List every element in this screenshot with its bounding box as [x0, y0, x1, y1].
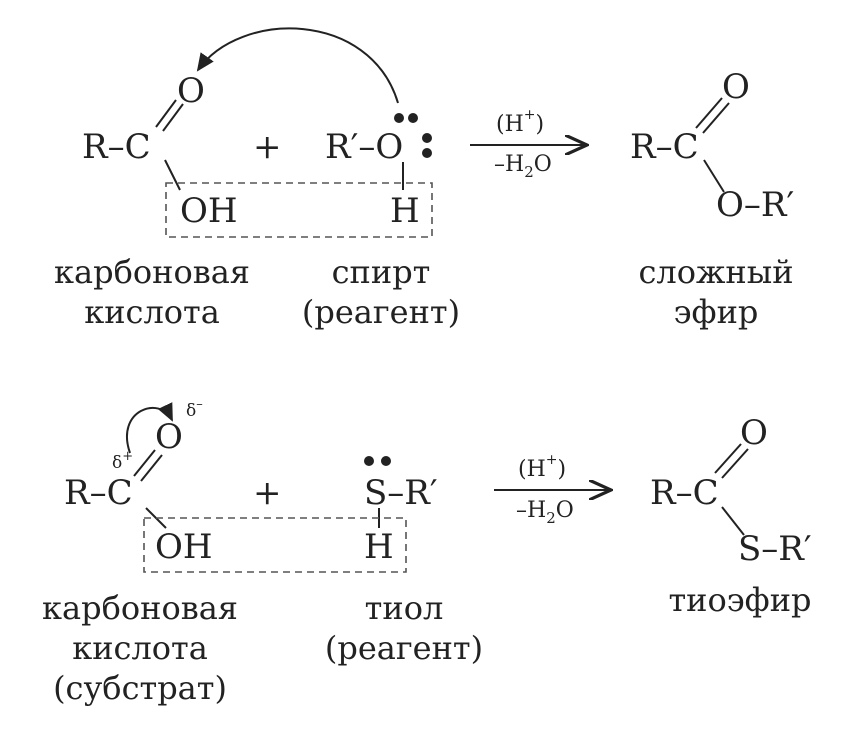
r1-lone-pair-dot	[422, 148, 432, 158]
r1-arrow-bottom-label: –H2O	[494, 152, 552, 181]
r1-lone-pair-dot	[422, 133, 432, 143]
r1-alcohol-ro: R′–O	[325, 127, 404, 167]
r1-plus-sign: +	[253, 127, 282, 167]
r2-dashed-box	[143, 517, 407, 573]
r1-reagent-name: спирт(реагент)	[301, 253, 461, 331]
r2-plus-sign: +	[253, 473, 282, 513]
p2-carbonyl-oxygen: O	[740, 413, 768, 453]
r2-reagent-name: тиол(реагент)	[324, 589, 484, 667]
p2-c-s-bond	[721, 506, 745, 536]
r1-dashed-box	[165, 182, 433, 238]
r2-co-double-bond	[133, 449, 163, 482]
r2-arrow-bottom-label: –H2O	[516, 498, 574, 527]
r1-arrow-top-label: (H+)	[496, 107, 545, 137]
r2-curved-arrow	[126, 402, 173, 454]
r2-thiol-sr: S–R′	[364, 473, 438, 513]
r2-arrow-top-label: (H+)	[518, 452, 567, 482]
p1-rc: R–C	[630, 127, 699, 167]
r2-lone-pair-dot	[364, 456, 374, 466]
p1-co-double-bond	[695, 97, 730, 134]
r1-lone-pair-dot	[394, 113, 404, 123]
r1-co-double-bond	[155, 99, 184, 132]
r1-substrate-rc: R–C	[82, 127, 151, 167]
r1-c-oh-bond	[164, 159, 181, 191]
p1-carbonyl-oxygen: O	[722, 67, 750, 107]
p2-sr: S–R′	[738, 529, 812, 569]
p2-product-name: тиоэфир	[668, 581, 812, 619]
r2-delta-minus: δ–	[186, 397, 203, 421]
p1-c-o-bond	[703, 159, 725, 193]
r1-carbonyl-oxygen: O	[177, 71, 205, 111]
p2-co-double-bond	[714, 443, 749, 479]
r2-delta-plus: δ+	[112, 449, 134, 473]
p1-or: O–R′	[716, 185, 795, 225]
r1-substrate-oh: OH	[180, 191, 238, 231]
p2-rc: R–C	[650, 473, 719, 513]
r2-substrate-oh: OH	[155, 527, 213, 567]
r1-alcohol-h: H	[390, 191, 420, 231]
r2-lone-pair-dot	[381, 456, 391, 466]
r1-lone-pair-dot	[408, 113, 418, 123]
r2-substrate-rc: R–C	[64, 473, 133, 513]
r2-thiol-h: H	[364, 527, 394, 567]
r1-curved-arrow	[196, 27, 399, 104]
r2-carbonyl-oxygen: O	[155, 417, 183, 457]
